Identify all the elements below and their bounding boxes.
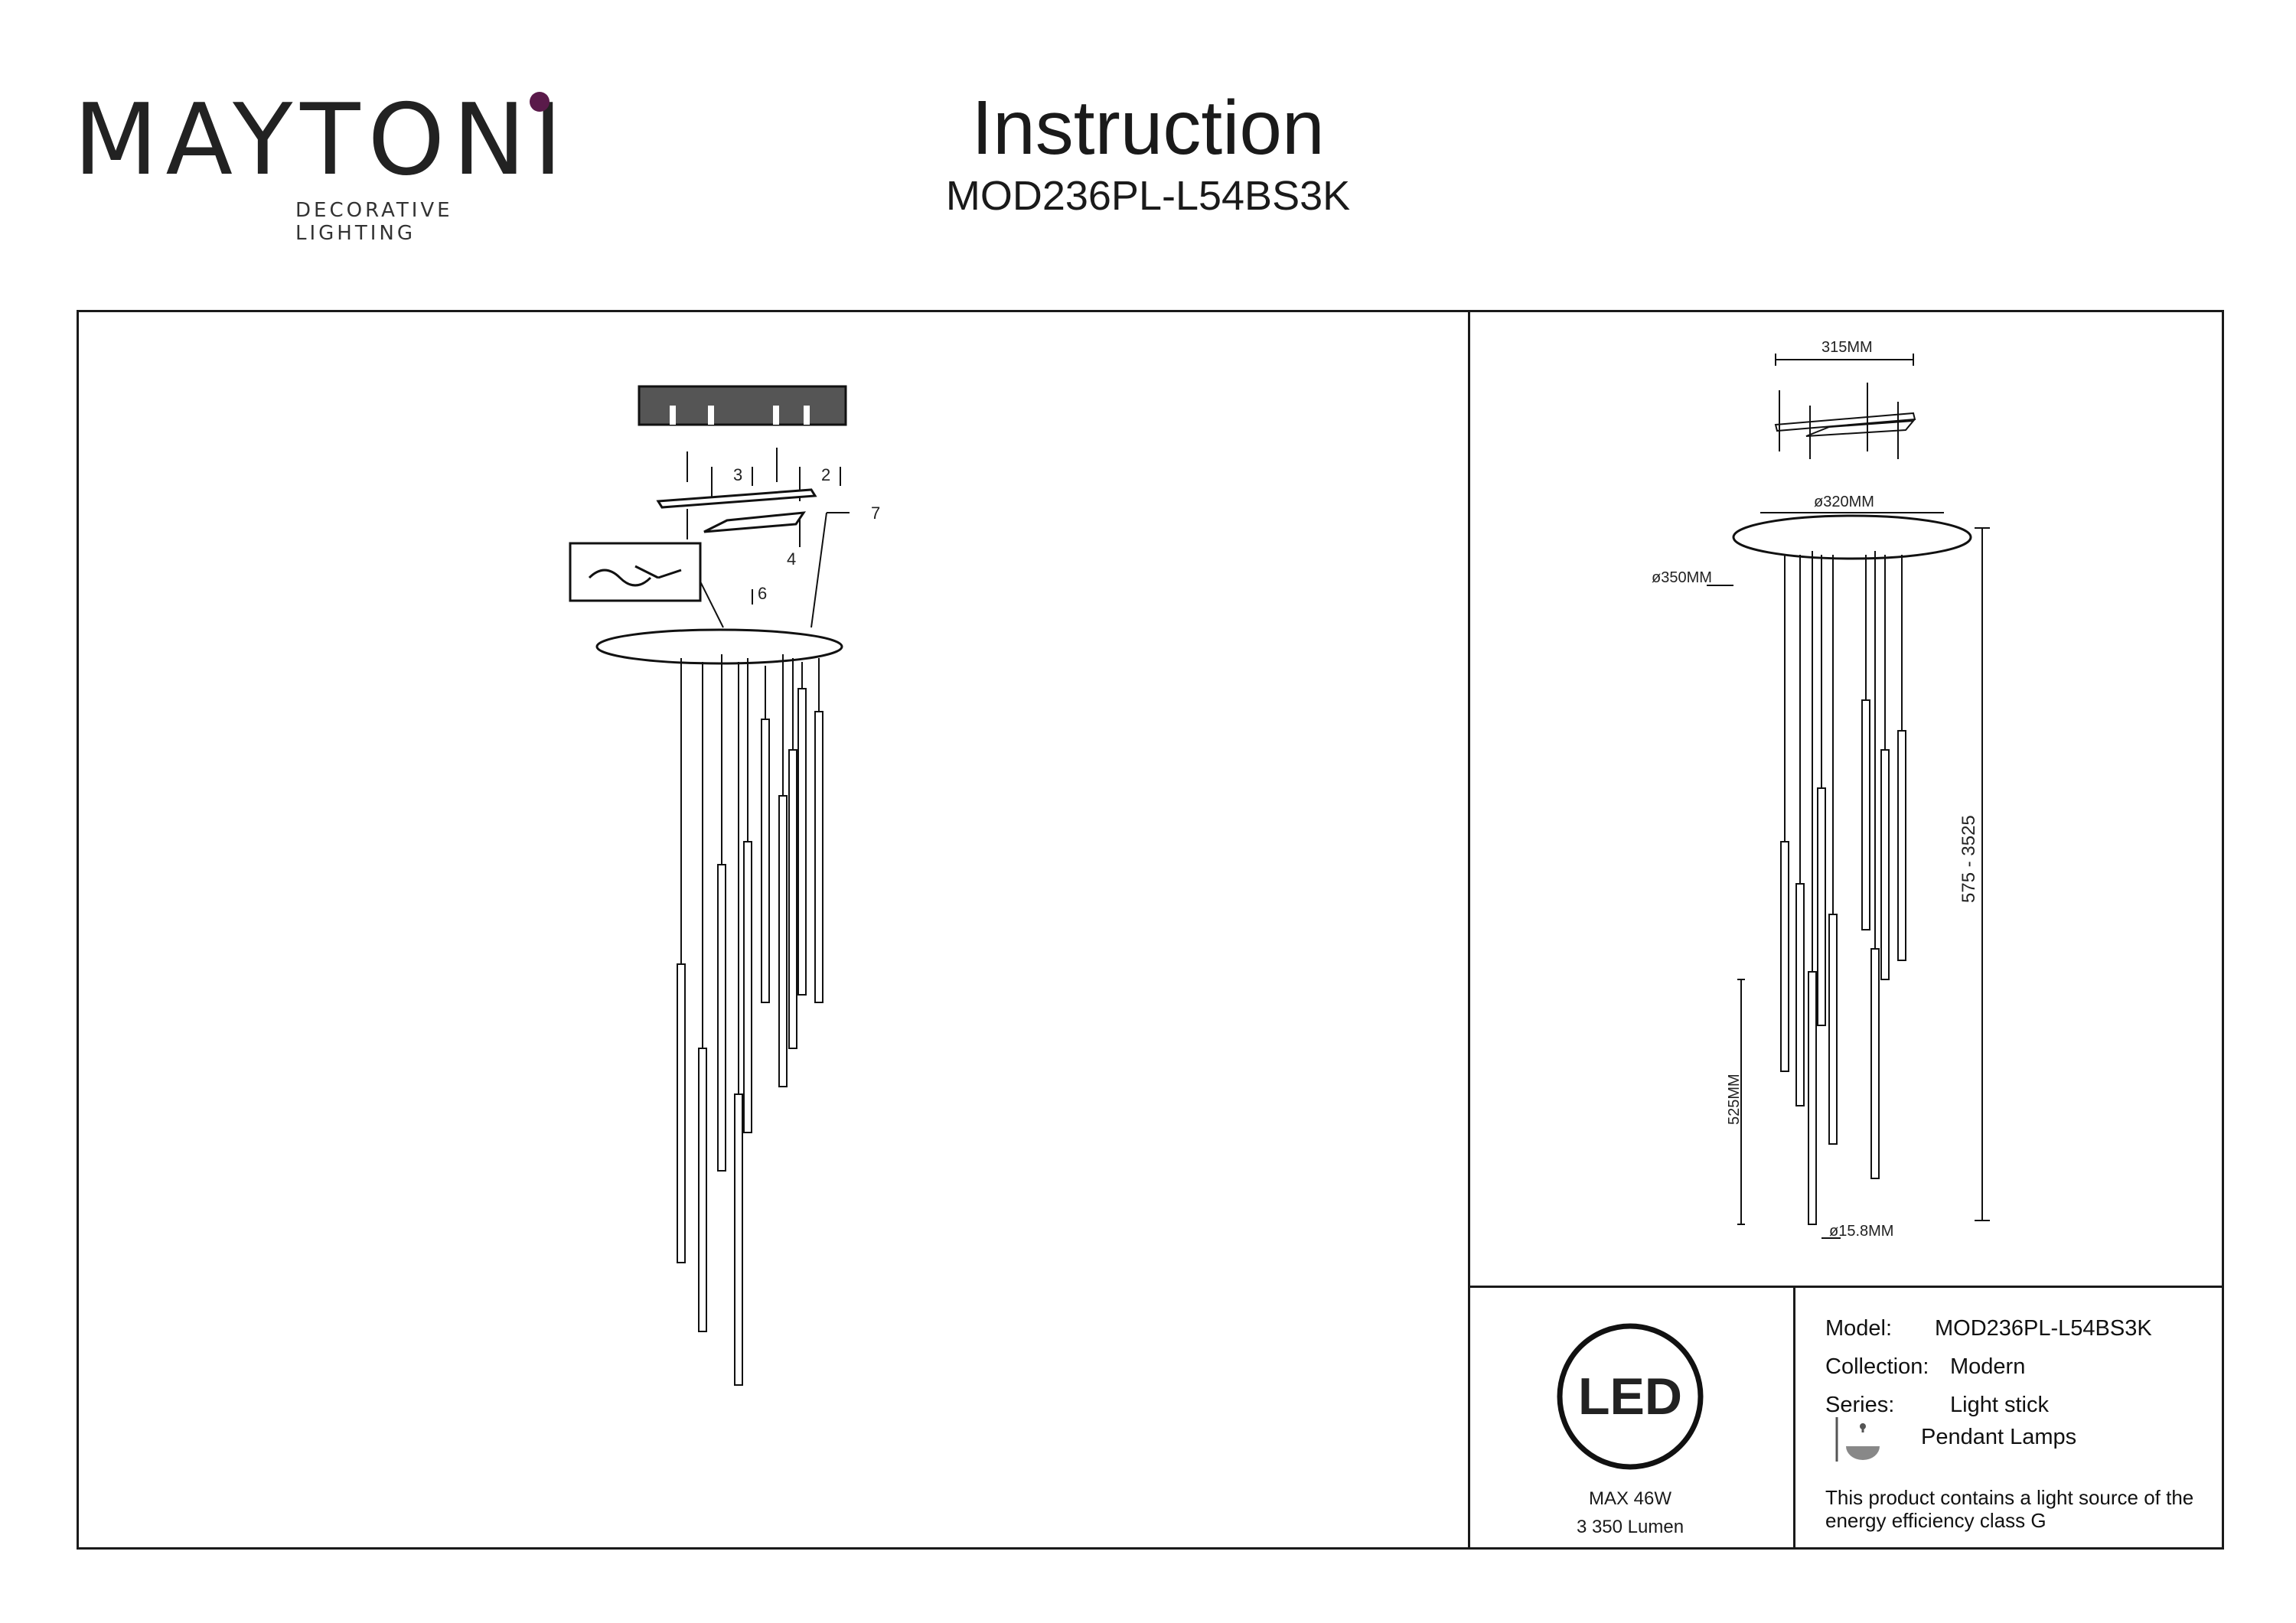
mounting-bracket <box>656 488 817 533</box>
height-dim-lines <box>1975 527 1990 1221</box>
led-badge: LED <box>1557 1323 1704 1470</box>
model-label: Model: <box>1825 1316 1893 1341</box>
series-label: Series: <box>1825 1393 1895 1417</box>
led-icon-text: LED <box>1578 1367 1682 1426</box>
bracket-view <box>1774 354 1916 459</box>
series-value: Light stick <box>1950 1393 2049 1417</box>
brand-name: MAYTONI <box>73 83 570 197</box>
screws <box>687 448 801 547</box>
stick-length-dimension: 525MM <box>1726 1074 1743 1125</box>
energy-note-line1: This product contains a light source of … <box>1825 1486 2194 1509</box>
step-4-label: 4 <box>787 549 796 569</box>
canopy <box>595 628 843 665</box>
step-7-label: 7 <box>871 504 880 523</box>
assembly-arrows <box>752 467 850 628</box>
led-power: MAX 46W <box>1588 1488 1672 1509</box>
stick-diameter-dimension: ø15.8MM <box>1829 1223 1893 1240</box>
model-value: MOD236PL-L54BS3K <box>1935 1316 2152 1341</box>
step-6-label: 6 <box>758 584 767 603</box>
step-labels: 3 2 4 7 5 6 <box>580 465 880 603</box>
pendant-lamp-icon <box>1835 1417 1880 1462</box>
frame-divider-vertical <box>1468 310 1470 1550</box>
led-lumen: 3 350 Lumen <box>1576 1517 1684 1537</box>
canopy-side-view <box>1732 514 1972 560</box>
model-code-heading: MOD236PL-L54BS3K <box>945 173 1351 219</box>
brand-tagline: DECORATIVE LIGHTING <box>295 199 453 245</box>
bracket-width-dimension: 315MM <box>1821 339 1873 356</box>
canopy-top-diameter: ø320MM <box>1814 494 1874 510</box>
stick-dim-lines <box>1737 979 1745 1225</box>
type-value: Pendant Lamps <box>1921 1425 2077 1449</box>
height-range-dimension: 575 - 3525 <box>1958 815 1979 903</box>
instruction-frame <box>77 310 2224 1550</box>
frame-divider-horizontal <box>1468 1286 2224 1288</box>
wiring-detail-inset <box>569 542 724 628</box>
dimension-drawing: 315MM ø320MM ø350MM 575 - 3525 525MM ø15… <box>1652 339 1990 1240</box>
collection-label: Collection: <box>1825 1354 1929 1379</box>
step-3-label: 3 <box>733 465 742 484</box>
spec-divider <box>1793 1286 1795 1550</box>
page-title: Instruction <box>971 85 1325 171</box>
step-2-label: 2 <box>821 465 830 484</box>
collection-value: Modern <box>1950 1354 2026 1379</box>
assembly-diagram: 3 2 4 7 5 6 <box>569 385 880 1386</box>
ceiling-block <box>638 385 847 426</box>
energy-note-line2: energy efficiency class G <box>1825 1509 2047 1532</box>
brand-logo: MAYTONI DECORATIVE LIGHTING <box>73 92 563 246</box>
light-sticks <box>677 654 823 1386</box>
dimension-sticks <box>1780 551 1906 1225</box>
logo-dot <box>530 92 550 112</box>
canopy-diameter: ø350MM <box>1652 569 1712 586</box>
